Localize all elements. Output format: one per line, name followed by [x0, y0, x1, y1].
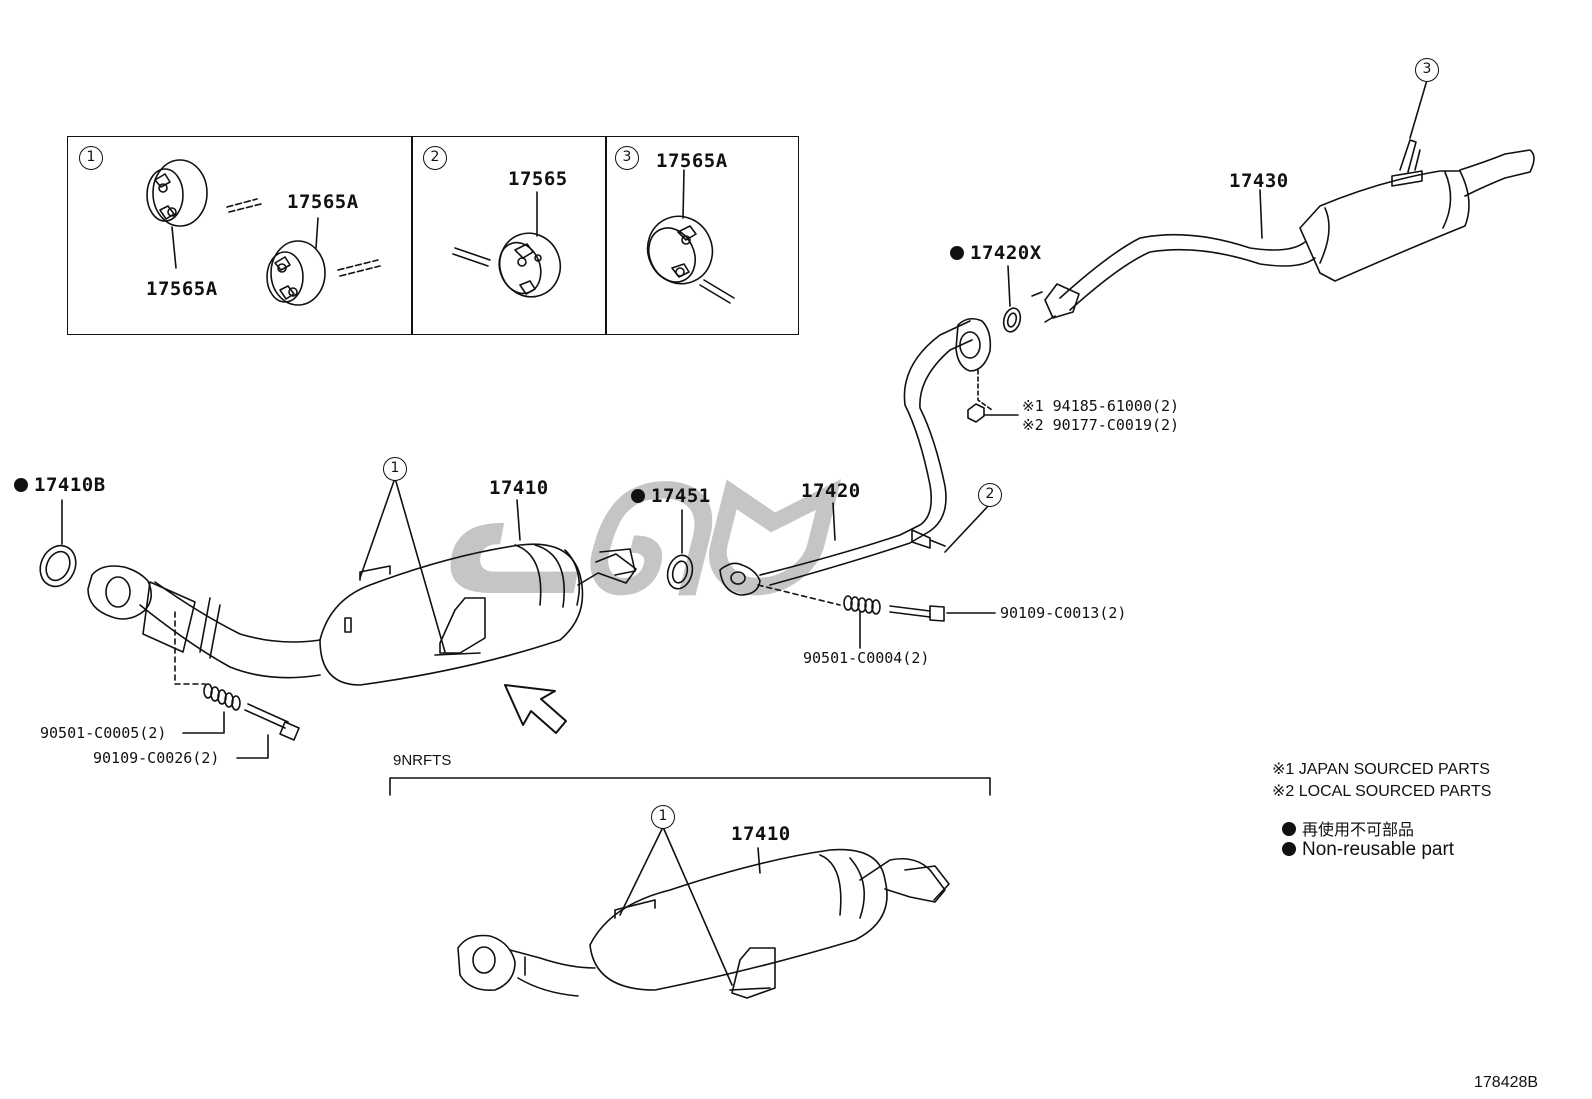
inset-panel-3 [605, 136, 799, 335]
fastener-label-bolt-mid: 90109-C0013(2) [1000, 604, 1127, 622]
figure-code: 178428B [1474, 1074, 1539, 1091]
inset-panel-2 [411, 136, 607, 335]
watermark-logo: ᓚᘏᗢ [445, 455, 818, 629]
legend-nonreusable-en: Non-reusable part [1282, 839, 1454, 861]
callout-marker-1: 1 [651, 805, 675, 829]
part-label-center-pipe: 17420 [801, 480, 861, 502]
non-reusable-dot-icon [631, 489, 645, 503]
inset-marker-2: 2 [423, 146, 447, 170]
part-label-tail-pipe: 17430 [1229, 170, 1289, 192]
fastener-label-nut-japan: ※1 94185-61000(2) [1022, 397, 1180, 415]
callout-marker-3: 3 [1415, 58, 1439, 82]
hanger-rubber-icon [646, 215, 714, 285]
inset-panel-1 [67, 136, 413, 335]
non-reusable-dot-icon [14, 478, 28, 492]
part-label: 17565 [508, 168, 568, 190]
part-label-converter-variant: 17410 [731, 823, 791, 845]
non-reusable-dot-icon [950, 246, 964, 260]
inset-marker-1: 1 [79, 146, 103, 170]
part-label-gasket-mid: 17451 [631, 485, 711, 507]
non-reusable-dot-icon [1282, 842, 1296, 856]
part-label: 17565A [656, 150, 728, 172]
hanger-rubber-icon [146, 159, 208, 227]
part-label-gasket-rear: 17420X [950, 242, 1042, 264]
legend-local: ※2 LOCAL SOURCED PARTS [1272, 783, 1492, 800]
legend-nonreusable-jp: 再使用不可部品 [1282, 816, 1414, 840]
fastener-label-spring-front: 90501-C0005(2) [40, 724, 167, 742]
bolt-icon [244, 703, 300, 741]
part-label: 17565A [146, 278, 218, 300]
hanger-rubber-icon [266, 240, 326, 306]
fastener-label-nut-local: ※2 90177-C0019(2) [1022, 416, 1180, 434]
spring-icon [203, 683, 241, 711]
legend-japan: ※1 JAPAN SOURCED PARTS [1272, 761, 1490, 778]
spring-icon [843, 595, 881, 615]
non-reusable-dot-icon [1282, 822, 1296, 836]
callout-marker-2: 2 [978, 483, 1002, 507]
bolt-icon [889, 605, 945, 622]
part-label-converter: 17410 [489, 477, 549, 499]
part-label-gasket-front: 17410B [14, 474, 106, 496]
inset-marker-3: 3 [615, 146, 639, 170]
hanger-rubber-icon [498, 232, 562, 298]
fastener-label-spring-mid: 90501-C0004(2) [803, 649, 930, 667]
part-label: 17565A [287, 191, 359, 213]
fastener-label-bolt-front: 90109-C0026(2) [93, 749, 220, 767]
variant-label: 9NRFTS [393, 752, 452, 769]
callout-marker-1: 1 [383, 457, 407, 481]
